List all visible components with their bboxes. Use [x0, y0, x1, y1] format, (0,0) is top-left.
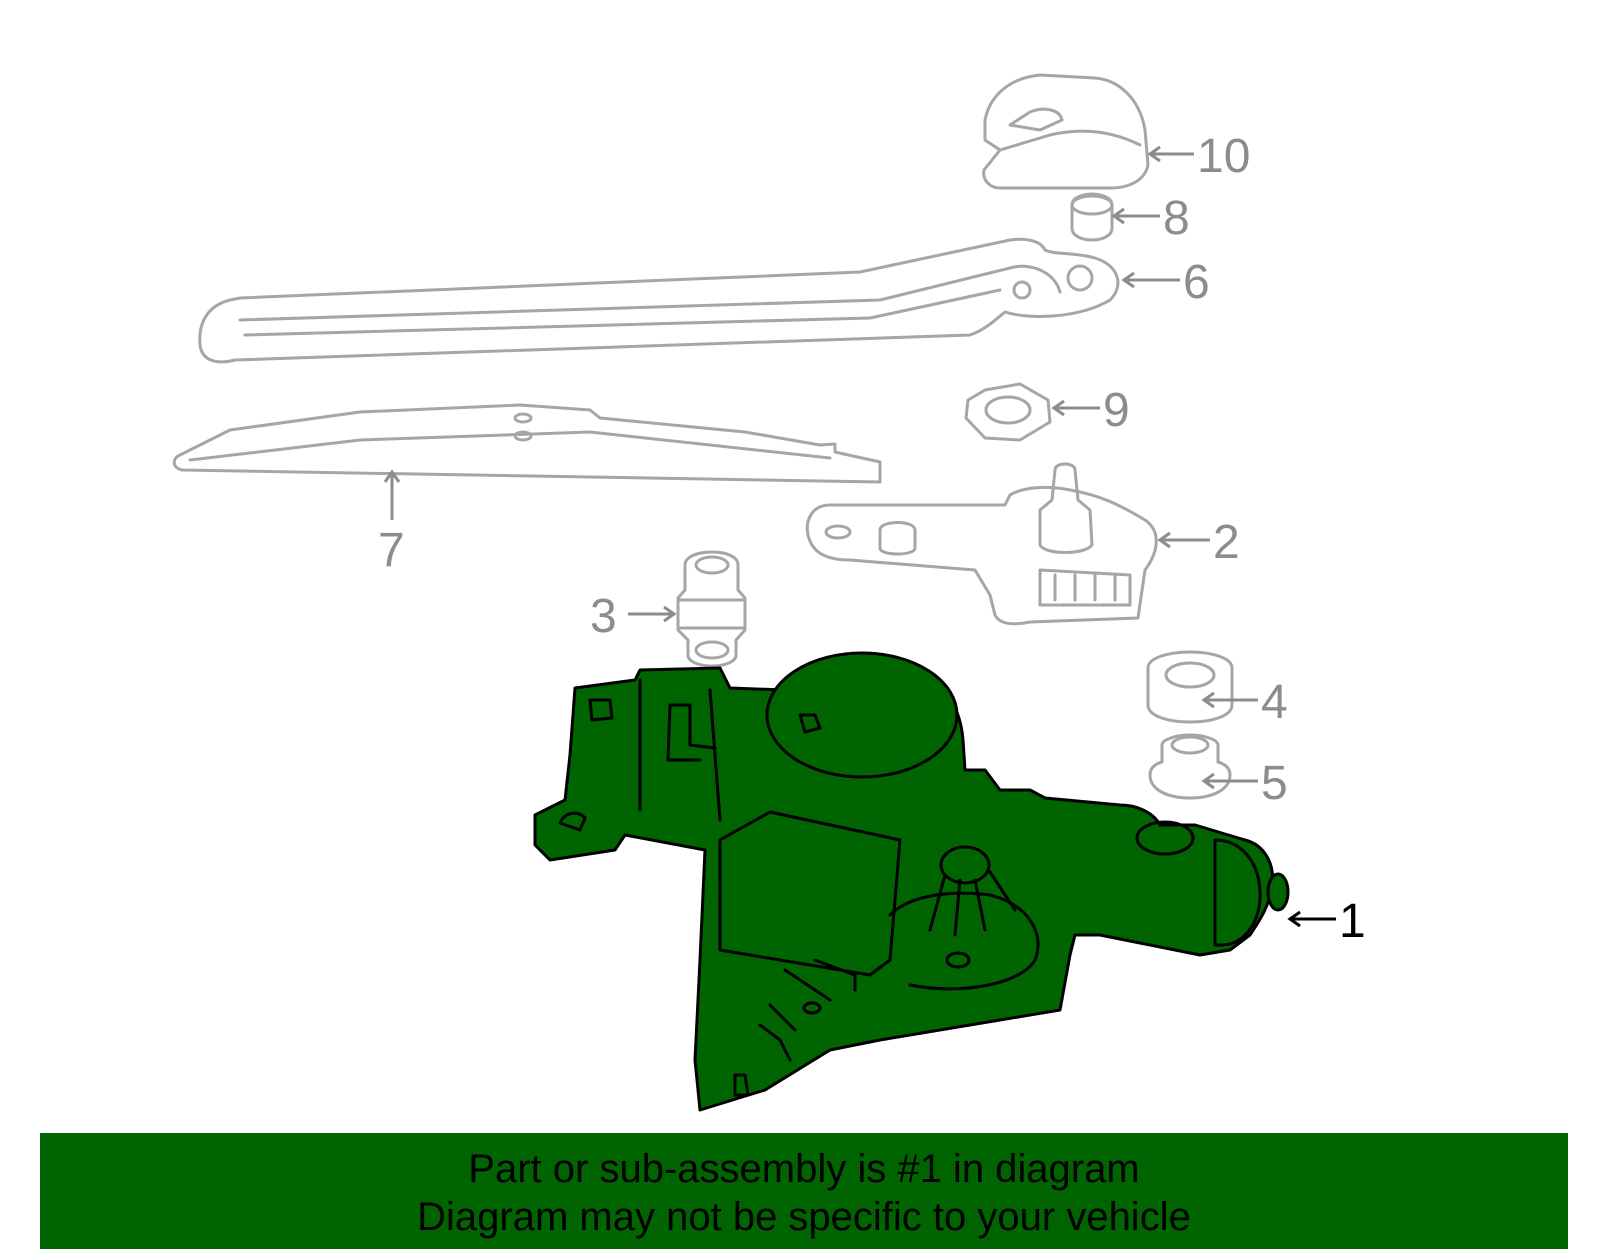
part-7-wiper-blade[interactable] [172, 403, 882, 484]
banner-line-2: Diagram may not be specific to your vehi… [417, 1195, 1191, 1239]
callout-labels: 1 2 3 4 5 6 7 8 9 10 [378, 130, 1366, 948]
part-1-wiper-motor[interactable] [533, 651, 1290, 1112]
callout-label-9: 9 [1103, 384, 1130, 437]
part-5-flange-nut[interactable] [1148, 733, 1232, 800]
callout-label-7: 7 [378, 524, 405, 577]
part-2-bracket[interactable] [805, 462, 1158, 626]
part-10-arm-cap[interactable] [982, 73, 1150, 190]
part-3-grommet[interactable] [676, 550, 747, 668]
part-4-bushing[interactable] [1146, 650, 1234, 724]
part-9-hex-nut[interactable] [964, 382, 1052, 442]
notice-banner: Part or sub-assembly is #1 in diagram Di… [40, 1133, 1568, 1249]
callout-label-8: 8 [1163, 192, 1190, 245]
part-8-nut[interactable] [1070, 192, 1114, 242]
callout-label-1: 1 [1339, 895, 1366, 948]
callout-label-5: 5 [1261, 757, 1288, 810]
callout-label-10: 10 [1197, 130, 1250, 183]
callout-label-4: 4 [1261, 676, 1288, 729]
callout-arrows [383, 145, 1336, 928]
callout-label-2: 2 [1213, 516, 1240, 569]
callout-label-6: 6 [1183, 256, 1210, 309]
part-6-wiper-arm[interactable] [198, 237, 1120, 364]
banner-line-1: Part or sub-assembly is #1 in diagram [468, 1147, 1140, 1191]
callout-label-3: 3 [590, 590, 617, 643]
